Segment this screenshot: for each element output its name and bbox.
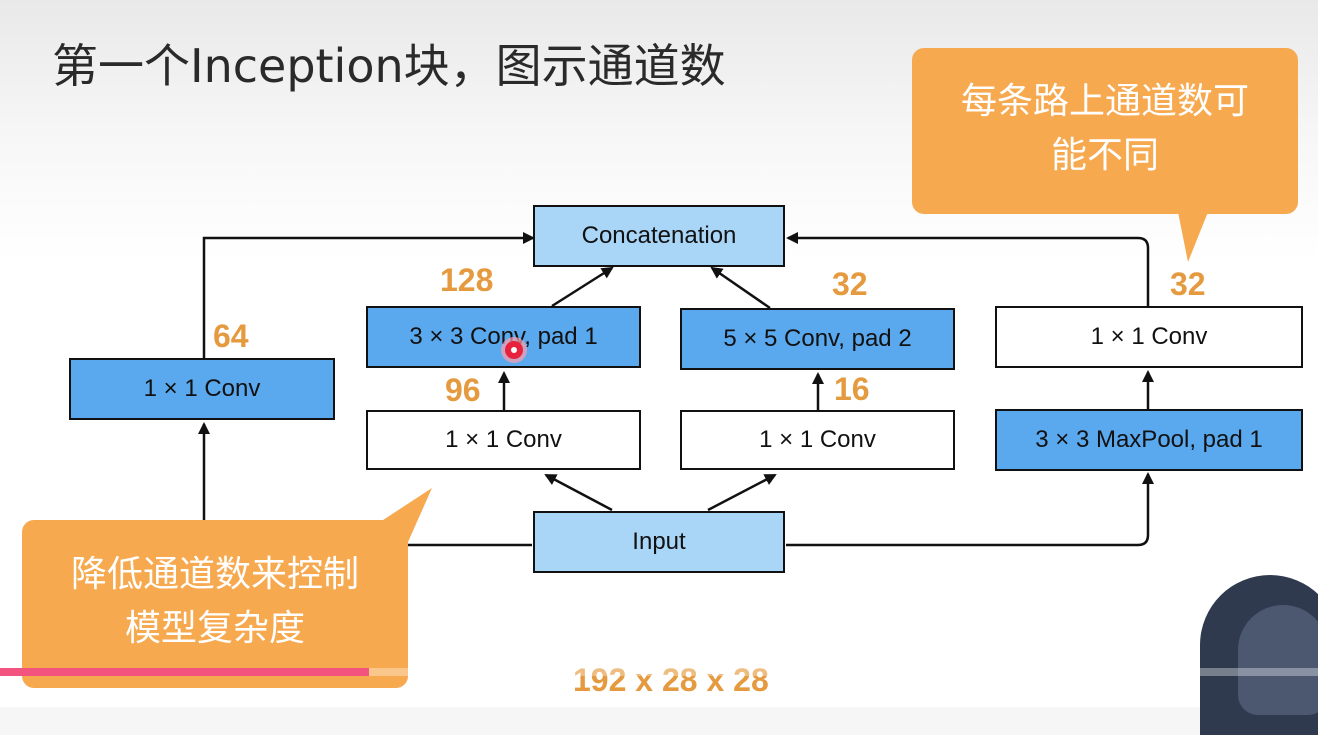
channels-128: 128 — [440, 262, 494, 298]
right-callout-tail — [1178, 212, 1208, 262]
laser-pointer-dot — [505, 341, 523, 359]
maxpool-box: 3 × 3 MaxPool, pad 1 — [995, 409, 1303, 471]
callout-left-line-2: 模型复杂度 — [124, 608, 305, 649]
channels-32-right: 32 — [1170, 266, 1206, 302]
callout-right-line-1: 每条路上通道数可 — [960, 81, 1249, 122]
slide-title: 第一个Inception块，图示通道数 — [52, 39, 726, 93]
arrow-left-conv-to-concat — [202, 232, 535, 358]
arrow-input-to-mid-left-conv — [544, 473, 613, 512]
callout-channels-differ: 每条路上通道数可 能不同 — [912, 48, 1298, 214]
video-progress-bar[interactable] — [0, 668, 1318, 676]
conv1x1-left-box: 1 × 1 Conv — [69, 358, 335, 420]
conv1x1-mid-left-box: 1 × 1 Conv — [366, 410, 641, 470]
arrow-conv5x5-to-concat — [710, 266, 771, 310]
connector-arrows — [198, 232, 1154, 547]
callout-reduce-complexity: 降低通道数来控制 模型复杂度 — [22, 520, 408, 688]
conv5x5-box: 5 × 5 Conv, pad 2 — [680, 308, 955, 370]
channels-16: 16 — [834, 371, 870, 407]
callout-right-line-2: 能不同 — [1050, 135, 1159, 176]
arrow-input-to-maxpool — [786, 472, 1154, 547]
input-box: Input — [533, 511, 785, 573]
conv3x3-box: 3 × 3 Conv, pad 1 — [366, 306, 641, 368]
channels-32-mid: 32 — [832, 266, 868, 302]
channels-96: 96 — [445, 372, 481, 408]
conv1x1-mid-right-box: 1 × 1 Conv — [680, 410, 955, 470]
video-progress-fill — [0, 668, 370, 676]
conv1x1-right-top-box: 1 × 1 Conv — [995, 306, 1303, 368]
channels-64: 64 — [213, 318, 249, 354]
arrow-conv3x3-to-concat — [551, 266, 614, 308]
arrow-right-conv-to-concat — [786, 232, 1150, 306]
arrow-input-to-mid-right-conv — [707, 473, 777, 512]
callout-left-line-1: 降低通道数来控制 — [70, 554, 359, 595]
concatenation-box: Concatenation — [533, 205, 785, 267]
presenter-video-overlay — [1200, 575, 1318, 735]
input-shape-label: 192 x 28 x 28 — [573, 662, 769, 698]
